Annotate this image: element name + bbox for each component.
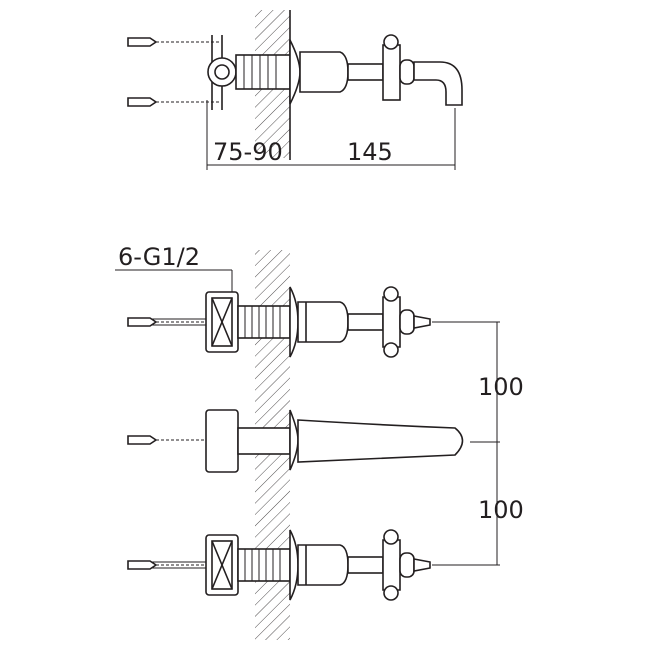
dimension-wall-depth: 75-90 [213,138,283,166]
dimension-spacing-lower: 100 [478,496,524,524]
side-view: 75-90 145 [127,10,463,170]
dimension-spacing-upper: 100 [478,373,524,401]
dimension-connection: 6-G1/2 [118,243,200,271]
dimension-spout-projection: 145 [347,138,393,166]
spout-assembly [127,409,464,473]
plan-view: 6-G1/2 100 100 [115,243,524,640]
spout-side [413,61,463,106]
